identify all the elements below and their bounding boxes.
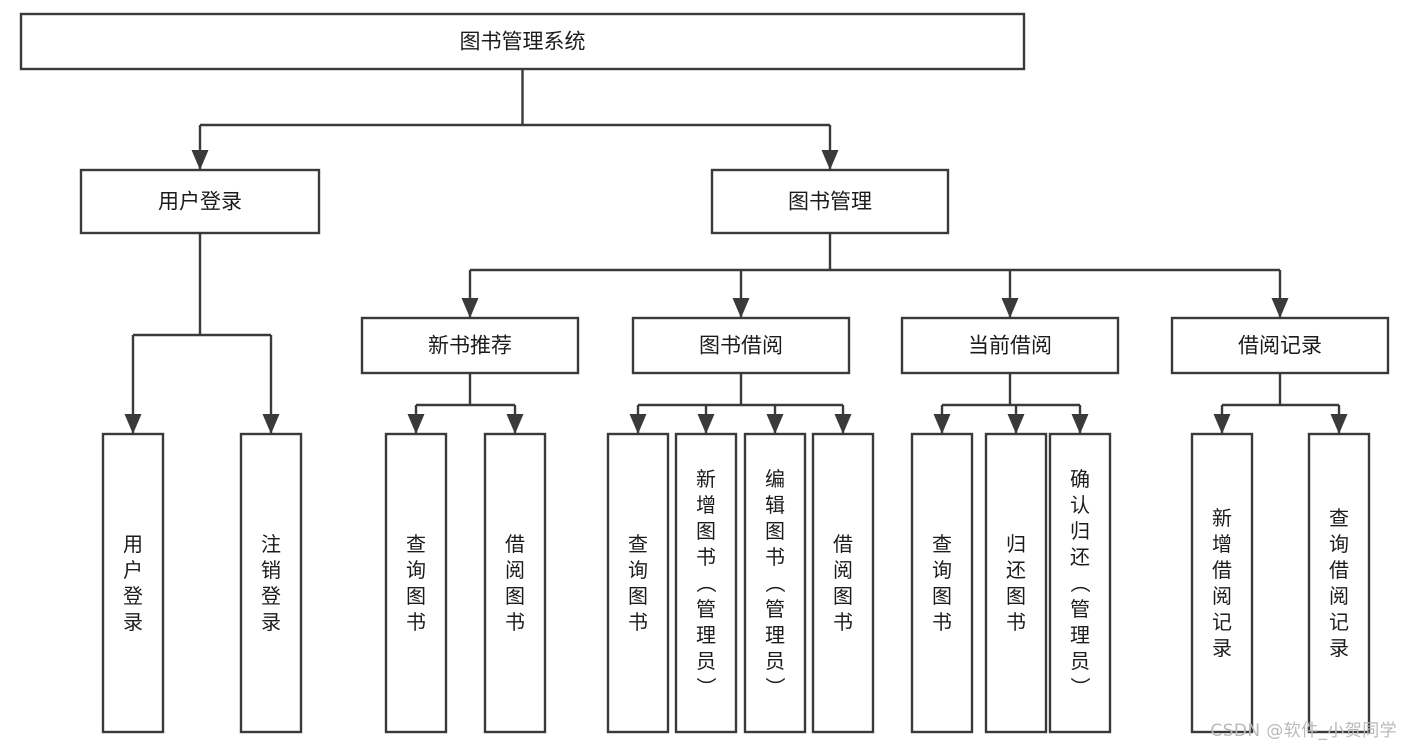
arrow-head-icon — [1007, 414, 1025, 434]
node-box-leaf-return-book[interactable] — [984, 432, 1048, 734]
arrow-head-icon — [1001, 298, 1019, 318]
arrow-head-icon — [407, 414, 425, 434]
arrow-head-icon — [1071, 414, 1089, 434]
node-label-user-login: 用户登录 — [158, 190, 242, 214]
node-label-book-borrow: 图书借阅 — [699, 334, 783, 358]
arrow-head-icon — [1213, 414, 1231, 434]
node-box-leaf-add-book[interactable] — [674, 432, 738, 734]
node-box-leaf-edit-book[interactable] — [743, 432, 807, 734]
arrow-head-icon — [1330, 414, 1348, 434]
arrow-head-icon — [697, 414, 715, 434]
arrow-head-icon — [262, 414, 280, 434]
node-label-book-manage: 图书管理 — [788, 190, 872, 214]
node-label-root: 图书管理系统 — [460, 30, 586, 54]
arrow-head-icon — [461, 298, 479, 318]
watermark-text: CSDN @软件_小贺同学 — [1210, 721, 1397, 741]
node-box-leaf-borrow-book[interactable] — [811, 432, 875, 734]
node-box-leaf-query-book-cur[interactable] — [910, 432, 974, 734]
node-box-leaf-user-login[interactable] — [101, 432, 165, 734]
node-box-leaf-query-book-rec[interactable] — [384, 432, 448, 734]
node-box-root[interactable] — [19, 12, 1026, 71]
node-box-borrow-record[interactable] — [1170, 316, 1390, 375]
node-box-current-borrow[interactable] — [900, 316, 1120, 375]
arrow-head-icon — [834, 414, 852, 434]
node-label-new-book-recommend: 新书推荐 — [428, 334, 512, 358]
arrow-head-icon — [766, 414, 784, 434]
node-box-user-login[interactable] — [79, 168, 321, 235]
node-box-book-manage[interactable] — [710, 168, 950, 235]
node-box-leaf-confirm-return[interactable] — [1048, 432, 1112, 734]
node-box-new-book-recommend[interactable] — [360, 316, 580, 375]
arrow-head-icon — [124, 414, 142, 434]
node-box-layer — [19, 12, 1390, 734]
node-box-leaf-logout[interactable] — [239, 432, 303, 734]
arrow-head-icon — [629, 414, 647, 434]
node-box-leaf-add-record[interactable] — [1190, 432, 1254, 734]
node-label-current-borrow: 当前借阅 — [968, 334, 1052, 358]
arrow-head-icon — [933, 414, 951, 434]
arrow-head-icon — [821, 150, 839, 170]
node-box-leaf-borrow-book-rec[interactable] — [483, 432, 547, 734]
arrow-head-icon — [732, 298, 750, 318]
connector-layer — [124, 69, 1348, 434]
node-label-borrow-record: 借阅记录 — [1238, 334, 1322, 358]
node-box-book-borrow[interactable] — [631, 316, 851, 375]
arrow-head-icon — [506, 414, 524, 434]
arrow-head-icon — [1271, 298, 1289, 318]
arrow-head-icon — [191, 150, 209, 170]
node-box-leaf-query-book-borrow[interactable] — [606, 432, 670, 734]
node-box-leaf-query-record[interactable] — [1307, 432, 1371, 734]
